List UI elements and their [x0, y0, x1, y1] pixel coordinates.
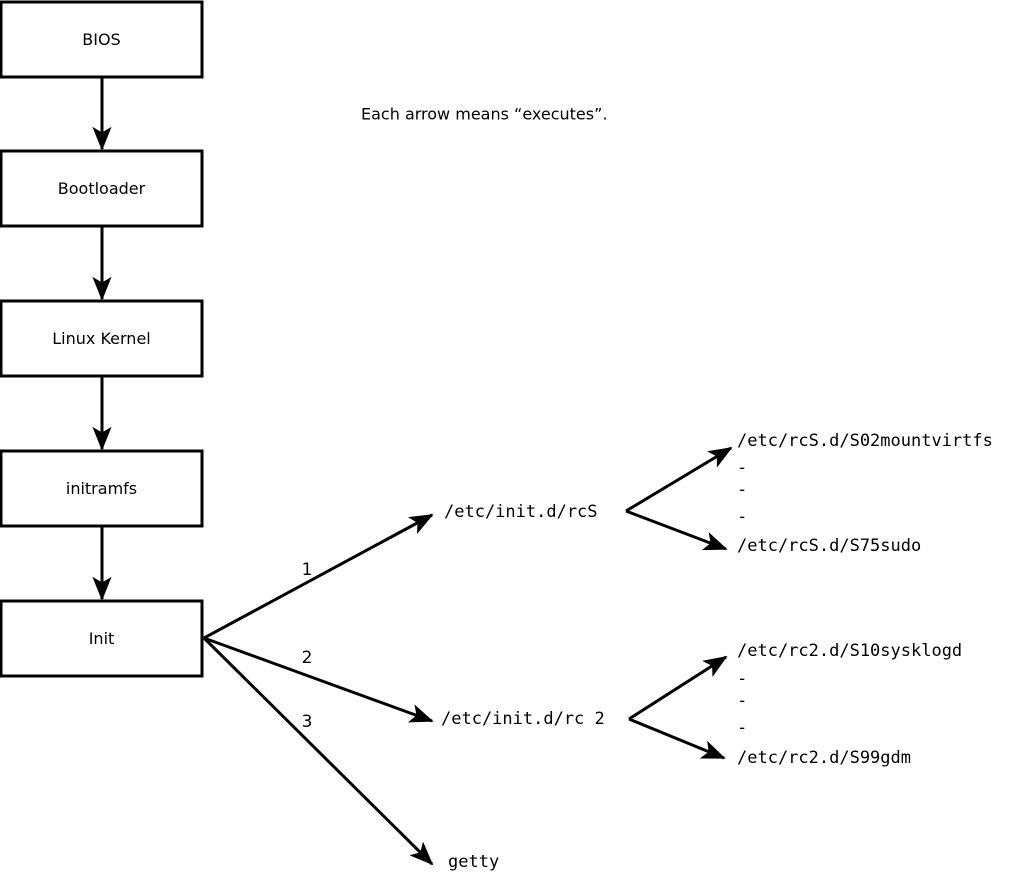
sub-branch-first-label-rc2-scripts: /etc/rc2.d/S10sysklogd	[737, 641, 962, 661]
caption-text: Each arrow means “executes”.	[361, 105, 607, 124]
ellipsis-dash-rc2-scripts-0: -	[737, 669, 747, 689]
init-branch-group: 1/etc/init.d/rcS 2/etc/init.d/rc 2 3 getty	[202, 502, 605, 872]
box-label-bootloader: Bootloader	[58, 179, 146, 198]
ellipsis-dash-rcS-scripts-2: -	[737, 507, 747, 527]
ellipsis-dash-rc2-scripts-2: -	[737, 718, 747, 738]
box-rect-linux-kernel	[0, 299, 204, 378]
box-init: Init	[0, 599, 204, 678]
sub-branch-first-label-rcS-scripts: /etc/rcS.d/S02mountvirtfs	[737, 431, 993, 451]
box-rect-initramfs	[0, 449, 204, 528]
arrow-branch-1	[203, 513, 434, 640]
box-initramfs: initramfs	[0, 449, 204, 528]
arrow-branch-2	[203, 636, 434, 723]
arrow-rc2-last-arrow	[628, 717, 726, 760]
ellipsis-dash-rc2-scripts-1: -	[737, 691, 747, 711]
box-label-linux-kernel: Linux Kernel	[52, 329, 150, 348]
box-linux-kernel: Linux Kernel	[0, 299, 204, 378]
box-rect-init	[0, 599, 204, 678]
box-bootloader: Bootloader	[0, 149, 204, 228]
sub-branch-group: /etc/rcS.d/S02mountvirtfs/etc/rcS.d/S75s…	[625, 431, 993, 768]
box-label-init: Init	[89, 629, 115, 648]
arrow-rcS-first-arrow	[625, 446, 733, 513]
branch-target-label-2: /etc/init.d/rc 2	[441, 709, 605, 729]
sub-branch-last-label-rc2-scripts: /etc/rc2.d/S99gdm	[737, 748, 911, 768]
branch-target-label-1: /etc/init.d/rcS	[444, 502, 598, 522]
arrow-rc2-first-arrow	[628, 655, 728, 721]
sub-branch-rc2-scripts: /etc/rc2.d/S10sysklogd/etc/rc2.d/S99gdm -…	[628, 641, 962, 768]
sub-branch-last-label-rcS-scripts: /etc/rcS.d/S75sudo	[737, 536, 921, 556]
branch-number-2: 2	[302, 648, 313, 668]
arrow-branch-3	[202, 636, 434, 866]
ellipsis-dash-rcS-scripts-0: -	[737, 458, 747, 478]
branch-number-3: 3	[302, 712, 313, 732]
sub-branch-rcS-scripts: /etc/rcS.d/S02mountvirtfs/etc/rcS.d/S75s…	[625, 431, 993, 556]
box-bios: BIOS	[0, 0, 204, 79]
box-label-initramfs: initramfs	[66, 479, 137, 498]
box-rect-bios	[0, 0, 204, 79]
ellipsis-dash-rcS-scripts-1: -	[737, 480, 747, 500]
branch-target-label-3: getty	[448, 852, 499, 872]
arrow-rcS-last-arrow	[625, 509, 728, 551]
box-label-bios: BIOS	[82, 30, 120, 49]
branch-number-1: 1	[302, 560, 313, 580]
